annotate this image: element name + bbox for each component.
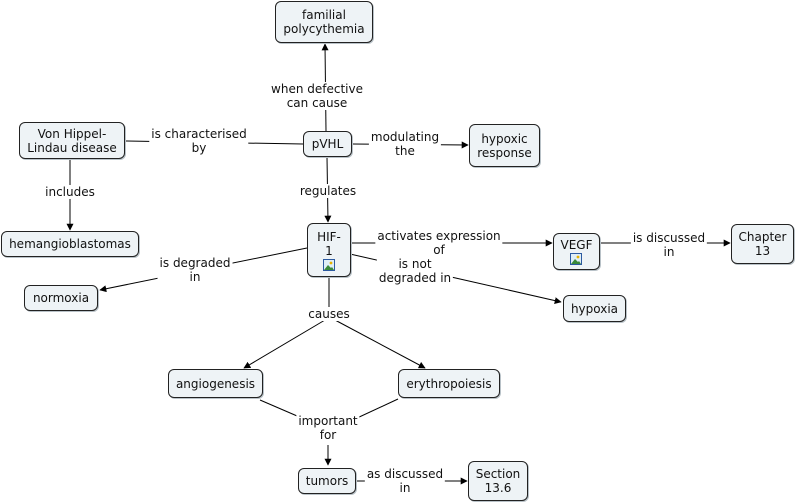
- label-is-characterised-by: is characterised by: [149, 127, 249, 155]
- node-label: Section 13.6: [475, 467, 521, 495]
- node-label: VEGF: [560, 238, 593, 252]
- node-label: hypoxic response: [477, 131, 532, 160]
- node-angiogenesis[interactable]: angiogenesis: [168, 369, 263, 398]
- image-icon[interactable]: [570, 253, 582, 265]
- node-label: Chapter 13: [738, 230, 787, 258]
- label-is-discussed-in: is discussed in: [630, 231, 708, 259]
- label-is-degraded-in: is degraded in: [157, 256, 233, 284]
- connector-causes-to-angiogenesis: [243, 319, 326, 369]
- node-section-13-6[interactable]: Section 13.6: [468, 461, 528, 501]
- node-label: HIF- 1: [317, 229, 341, 258]
- node-hypoxia[interactable]: hypoxia: [563, 295, 626, 322]
- connector-causes-to-erythropoiesis: [334, 319, 426, 369]
- node-label: tumors: [305, 474, 349, 488]
- node-label: familial polycythemia: [283, 8, 365, 36]
- node-label: angiogenesis: [175, 376, 256, 391]
- label-activates-expression-of: activates expression of: [375, 229, 503, 257]
- node-familial-polycythemia[interactable]: familial polycythemia: [275, 1, 373, 43]
- node-hemangioblastomas[interactable]: hemangioblastomas: [1, 231, 139, 257]
- label-regulates: regulates: [297, 184, 359, 198]
- node-label: erythropoiesis: [406, 376, 492, 391]
- node-hypoxic-response[interactable]: hypoxic response: [469, 124, 540, 167]
- node-hif1[interactable]: HIF- 1: [307, 223, 351, 277]
- node-normoxia[interactable]: normoxia: [24, 285, 98, 311]
- label-when-defective-can-cause: when defective can cause: [269, 82, 365, 110]
- label-important-for: important for: [296, 414, 360, 442]
- node-von-hippel-lindau-disease[interactable]: Von Hippel- Lindau disease: [19, 122, 125, 159]
- node-vegf[interactable]: VEGF: [553, 233, 600, 270]
- node-label: hypoxia: [570, 301, 619, 316]
- image-icon[interactable]: [323, 258, 335, 271]
- node-erythropoiesis[interactable]: erythropoiesis: [398, 369, 500, 398]
- node-label: hemangioblastomas: [9, 237, 131, 251]
- node-chapter-13[interactable]: Chapter 13: [731, 224, 794, 264]
- label-includes: includes: [43, 185, 97, 199]
- node-label: normoxia: [32, 291, 90, 305]
- node-pvhl[interactable]: pVHL: [303, 131, 352, 157]
- node-label: Von Hippel- Lindau disease: [27, 126, 117, 155]
- label-is-not-degraded-in: is not degraded in: [376, 257, 454, 285]
- node-tumors[interactable]: tumors: [298, 468, 356, 494]
- label-modulating-the: modulating the: [368, 130, 442, 158]
- label-as-discussed-in: as discussed in: [364, 467, 446, 495]
- label-causes: causes: [306, 307, 352, 321]
- node-label: pVHL: [311, 137, 344, 151]
